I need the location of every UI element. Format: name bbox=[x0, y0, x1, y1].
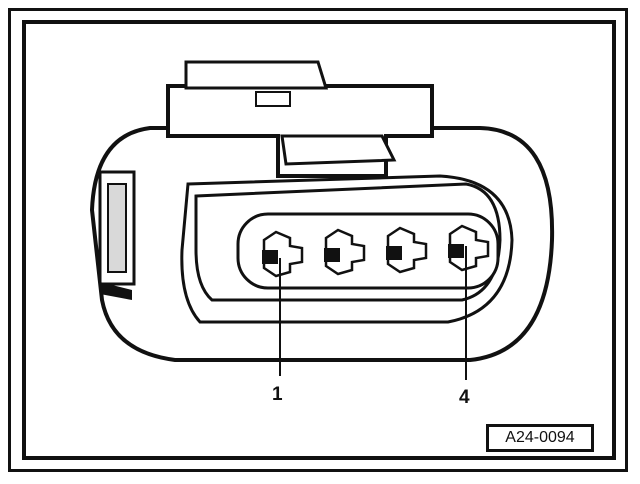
pin-label-4: 4 bbox=[459, 387, 470, 408]
pin-contact-4 bbox=[448, 224, 490, 272]
top-latch-ridge bbox=[184, 60, 329, 90]
side-latch-inner bbox=[107, 183, 127, 273]
reference-code-box: A24-0094 bbox=[486, 424, 594, 452]
top-latch-lip bbox=[280, 134, 397, 166]
pin-label-1: 1 bbox=[272, 384, 283, 405]
pin-contact-2 bbox=[324, 228, 366, 276]
pin-contact-3 bbox=[386, 226, 428, 274]
pin-insert-face bbox=[236, 212, 500, 290]
top-latch-slot bbox=[255, 91, 291, 107]
side-latch-tab bbox=[100, 282, 132, 300]
inner-frame bbox=[22, 20, 616, 460]
pin-contact-1 bbox=[262, 230, 304, 278]
reference-code: A24-0094 bbox=[505, 429, 575, 446]
outer-frame bbox=[8, 8, 628, 472]
